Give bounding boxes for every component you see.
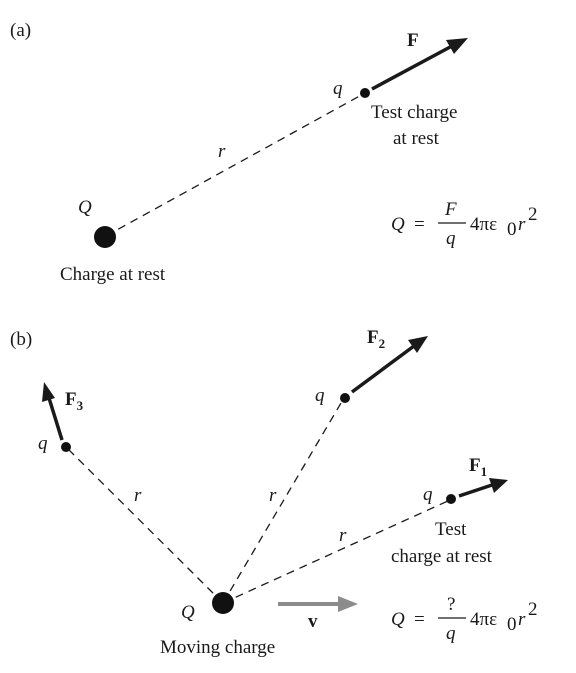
test-caption-b-line2: charge at rest [391,546,493,567]
source-charge-label-b: Q [181,602,195,623]
test-caption-a-line2: at rest [393,128,440,149]
test-charge-b3 [61,442,71,452]
equation-a: Q = F q 4πε 0 r 2 [391,199,538,249]
test-charge-label-a: q [333,78,343,99]
source-caption-b: Moving charge [160,637,275,658]
source-caption-a: Charge at rest [60,264,166,285]
force-label-b2: F2 [367,327,385,351]
eq-a-r-exp: 2 [528,204,538,225]
eq-a-r: r [518,214,526,235]
distance-line-b2 [222,397,345,604]
distance-line-b3 [65,446,224,604]
eq-b-factor: 4πε [470,609,497,630]
force-label-a: F [407,30,419,51]
velocity-arrow [278,596,358,612]
force-arrow-b2 [350,336,428,394]
test-charge-label-b1: q [423,484,433,505]
eq-a-equals: = [414,214,425,235]
distance-label-a: r [218,141,226,162]
panel-a: (a) r Q Charge at rest q F Test charge a… [10,20,538,285]
test-charge-label-b3: q [38,433,48,454]
eq-a-denominator: q [446,228,456,249]
force-label-b3: F3 [65,389,84,413]
source-charge-a [94,226,116,248]
equation-b: Q = ? q 4πε 0 r 2 [391,594,538,644]
eq-b-denominator: q [446,623,456,644]
distance-label-b3: r [134,485,142,506]
distance-label-b1: r [339,525,347,546]
force-arrow-a [371,38,468,91]
source-charge-b [212,592,234,614]
panel-a-label: (a) [10,20,31,41]
test-charge-a [360,88,370,98]
test-charge-label-b2: q [315,385,325,406]
test-caption-b-line1: Test [435,519,467,540]
force-arrow-b1 [458,478,508,498]
eq-b-equals: = [414,609,425,630]
force-arrow-b3 [42,382,64,441]
eq-a-numerator: F [444,199,457,220]
eq-b-eps-sub: 0 [507,614,517,635]
distance-line-a [105,92,366,237]
test-caption-a-line1: Test charge [371,102,457,123]
distance-label-b2: r [269,485,277,506]
eq-b-numerator: ? [447,594,455,615]
eq-b-lhs: Q [391,609,405,630]
test-charge-b2 [340,393,350,403]
force-label-b1: F1 [469,455,487,479]
eq-a-eps-sub: 0 [507,219,517,240]
eq-a-lhs: Q [391,214,405,235]
panel-b: (b) r r r Q Moving charge v q F3 q [10,327,538,658]
panel-b-label: (b) [10,329,32,350]
eq-b-r: r [518,609,526,630]
test-charge-b1 [446,494,456,504]
source-charge-label-a: Q [78,197,92,218]
eq-b-r-exp: 2 [528,599,538,620]
velocity-label: v [308,611,318,632]
eq-a-factor: 4πε [470,214,497,235]
